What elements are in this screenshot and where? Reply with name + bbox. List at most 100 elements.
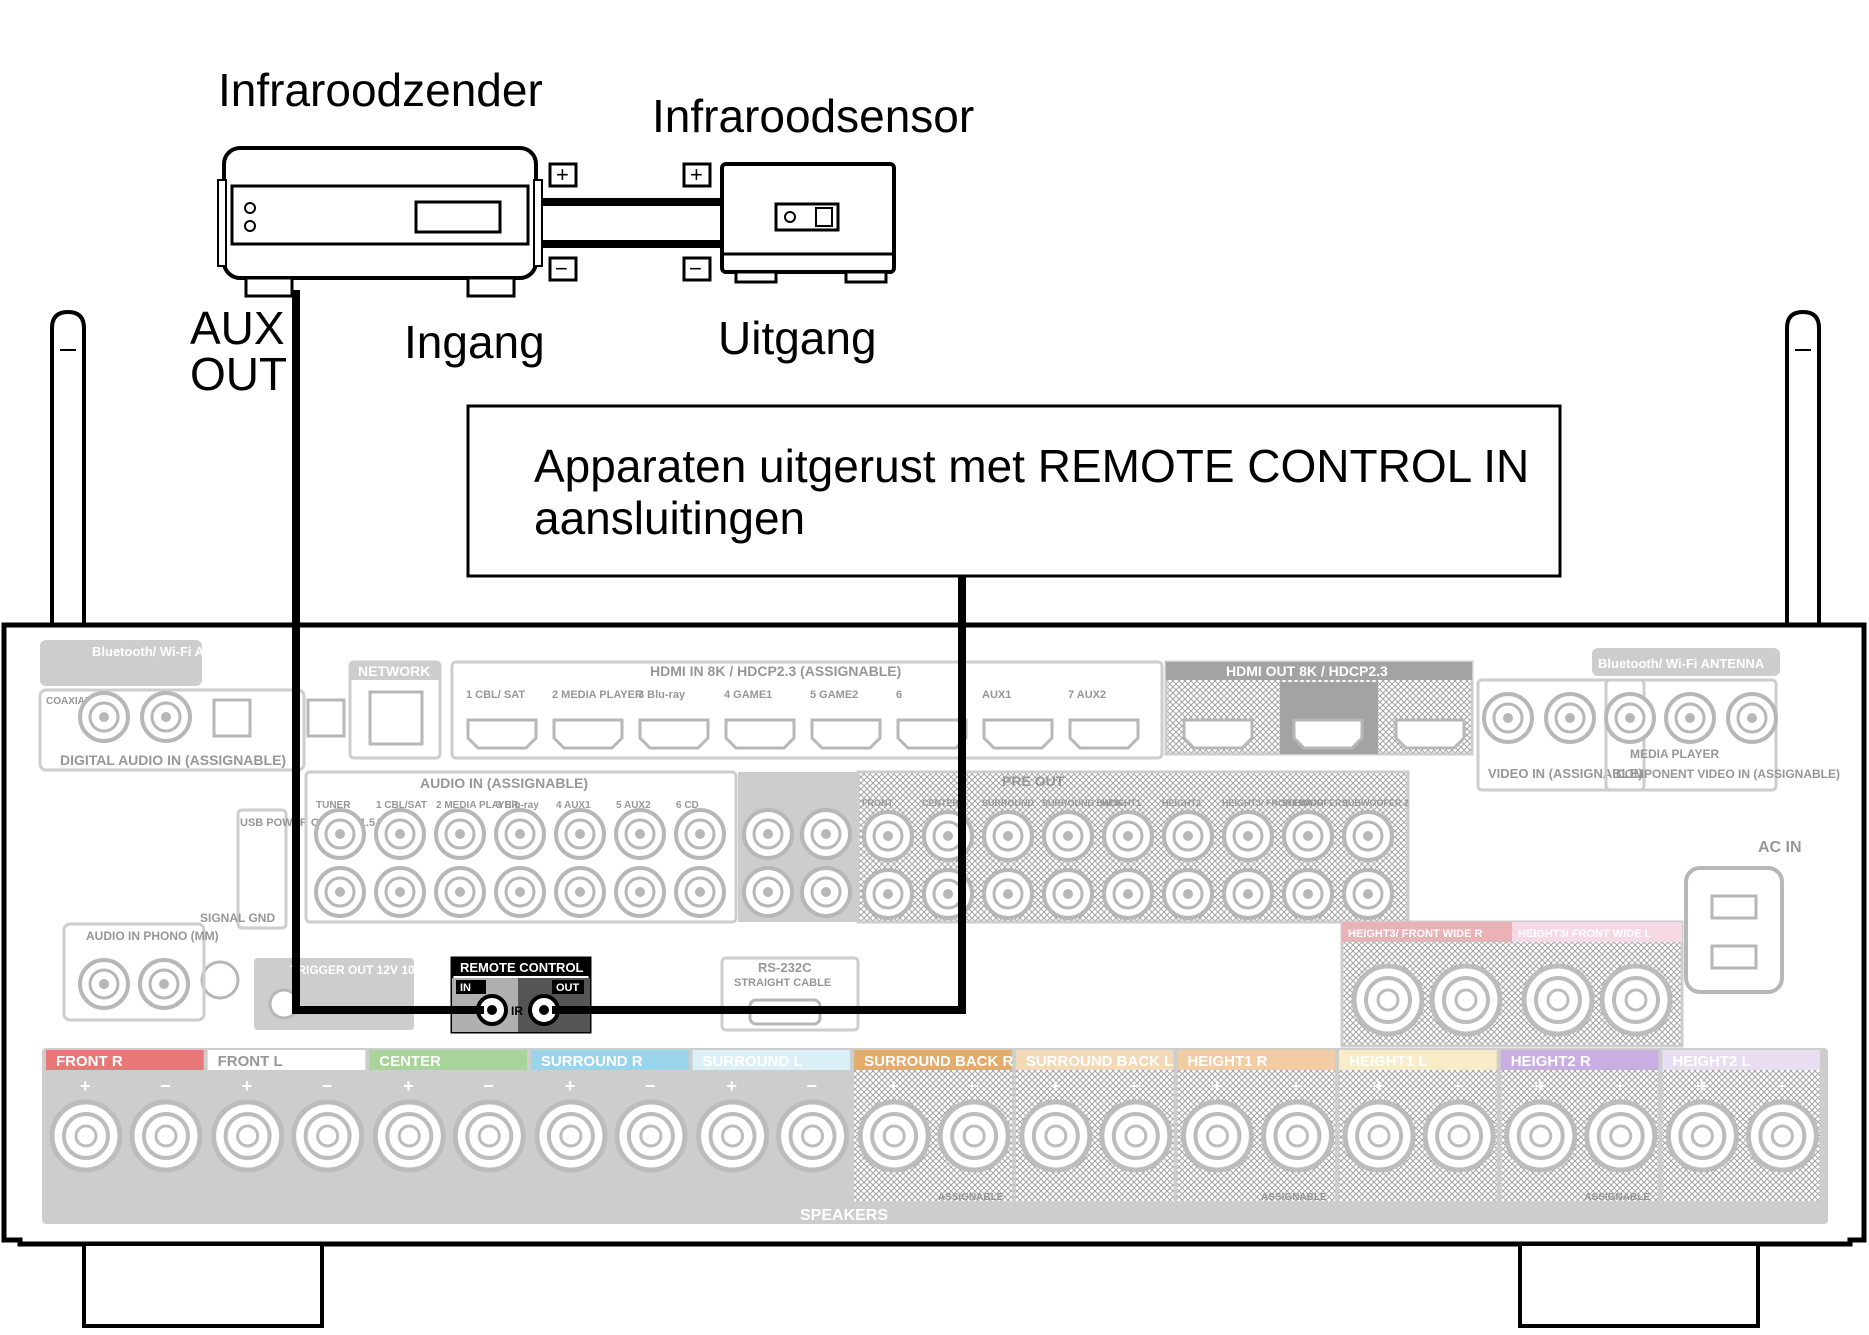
speaker-group-band <box>692 1050 851 1070</box>
speaker-minus-sign: − <box>1291 1076 1302 1096</box>
sensor-plus-marker <box>682 162 712 188</box>
pre-out-lower-jack <box>1222 868 1274 920</box>
speaker-group-label: CENTER <box>379 1053 441 1070</box>
pre-out-port-label: SUBWOOFER 2 <box>1342 798 1409 808</box>
speaker-group-label: HEIGHT2 R <box>1511 1053 1591 1070</box>
hdmi-in-port <box>1068 718 1140 750</box>
phono-l-jack <box>138 958 190 1010</box>
audio-in-r-jack <box>314 866 366 918</box>
speaker-minus-post <box>1102 1102 1170 1170</box>
speaker-minus-post <box>1263 1102 1331 1170</box>
audio-in-l-jack <box>554 808 606 860</box>
speaker-plus-post <box>699 1102 767 1170</box>
coaxial-label: COAXIAL <box>46 696 91 707</box>
hdmi-in-port-label: 3 Blu-ray <box>638 689 686 701</box>
pre-out-lower-jack <box>862 868 914 920</box>
speaker-minus-post <box>294 1102 362 1170</box>
bt-antenna-right-label: Bluetooth/ Wi-Fi ANTENNA <box>1598 656 1765 671</box>
cables <box>292 198 966 1014</box>
rear-panel: Bluetooth/ Wi-Fi ANTENNA Bluetooth/ Wi-F… <box>38 640 1840 1224</box>
network-label: NETWORK <box>358 663 430 679</box>
component-label: COMPONENT VIDEO IN (ASSIGNABLE) <box>1616 767 1840 781</box>
hdmi-in-port-label: 7 AUX2 <box>1068 689 1106 701</box>
height3-group-label: HEIGHT3/ FRONT WIDE L <box>1518 928 1652 940</box>
speaker-plus-post <box>375 1102 443 1170</box>
hdmi-in-label: HDMI IN 8K / HDCP2.3 (ASSIGNABLE) <box>650 663 901 679</box>
speaker-plus-post <box>1183 1102 1251 1170</box>
speaker-minus-post <box>1587 1102 1655 1170</box>
hdmi-in-port-label: 2 MEDIA PLAYER <box>552 689 643 701</box>
pre-out-lower-jack <box>1162 868 1214 920</box>
devices-label-line1: Apparaten uitgerust met REMOTE CONTROL I… <box>534 440 1529 492</box>
speaker-group-band <box>1500 1050 1659 1070</box>
pre-out-upper-jack <box>1102 810 1154 862</box>
speaker-group-band <box>1339 1050 1497 1070</box>
speaker-minus-post <box>940 1102 1008 1170</box>
speaker-plus-sign: + <box>1373 1076 1384 1096</box>
speaker-minus-post <box>132 1102 200 1170</box>
speaker-plus-sign: + <box>888 1076 899 1096</box>
audio-in-l-jack <box>674 808 726 860</box>
left-antenna <box>50 309 86 625</box>
pre-out-lower-jack <box>982 868 1034 920</box>
audio-in-box <box>304 770 738 924</box>
speaker-plus-sign: + <box>1696 1076 1707 1096</box>
zone3-r-jack <box>800 866 852 918</box>
hdmi-in-port <box>810 718 882 750</box>
pre-out-port-label: SUBWOOFER 1 <box>1282 798 1349 808</box>
bt-antenna-left-plate <box>40 640 202 686</box>
speaker-groups: FRONT R+−FRONT L+−CENTER+−SURROUND R+−SU… <box>46 1050 1820 1203</box>
svg-text:−: − <box>689 256 702 281</box>
pre-out-port-label: FRONT <box>862 798 893 808</box>
component-y-jack <box>1604 692 1656 744</box>
speaker-minus-post <box>1425 1102 1493 1170</box>
zone2-r-jack <box>742 866 794 918</box>
audio-in-r-jack <box>494 866 546 918</box>
hdmi-out-tv1-port <box>1292 718 1364 750</box>
speaker-plus-post <box>537 1102 605 1170</box>
sensor-label: Infraroodsensor <box>652 90 974 142</box>
optical-1-jack <box>212 698 252 738</box>
hdmi-out-tv2-port <box>1394 718 1466 750</box>
audio-in-l-jack <box>614 808 666 860</box>
speaker-minus-sign: − <box>1130 1076 1141 1096</box>
speaker-group-label: HEIGHT2 L <box>1672 1053 1750 1070</box>
speaker-group-label: FRONT R <box>56 1053 123 1070</box>
speaker-plus-sign: + <box>727 1076 738 1096</box>
speaker-plus-sign: + <box>242 1076 253 1096</box>
assignable-label: ASSIGNABLE <box>938 1192 1004 1203</box>
height3-plus-post <box>1524 966 1592 1034</box>
speaker-plus-post <box>1668 1102 1736 1170</box>
pre-out-lower-jack <box>1342 868 1394 920</box>
speaker-minus-post <box>1748 1102 1816 1170</box>
straight-cable-label: STRAIGHT CABLE <box>734 977 831 989</box>
audio-in-r-jack <box>374 866 426 918</box>
phono-r-jack <box>78 958 130 1010</box>
coaxial-1-jack <box>78 691 130 743</box>
speaker-group-label: SURROUND BACK R <box>864 1053 1013 1070</box>
trigger-label: TRIGGER OUT 12V 100mA MAX. <box>290 963 474 977</box>
speaker-plus-sign: + <box>1535 1076 1546 1096</box>
speaker-minus-sign: − <box>160 1076 171 1096</box>
speaker-minus-sign: − <box>1615 1076 1626 1096</box>
hdmi-in-port <box>466 718 538 750</box>
audio-in-r-jack <box>554 866 606 918</box>
svg-text:+: + <box>556 162 569 187</box>
speaker-group-band <box>854 1050 1012 1070</box>
speaker-plus-post <box>52 1102 120 1170</box>
audio-in-port-label: 6 CD <box>676 800 699 811</box>
height3-group-band <box>1512 922 1682 942</box>
speaker-minus-post <box>617 1102 685 1170</box>
transmitter-label: Infraroodzender <box>218 64 543 116</box>
optical-2-jack <box>306 698 346 738</box>
pre-out-port-label: HEIGHT3/ FRONT WIDE <box>1222 798 1323 808</box>
speaker-group-band <box>1177 1050 1336 1070</box>
hdmi-in-port-label: 6 <box>896 689 902 701</box>
speaker-plus-post <box>860 1102 928 1170</box>
assignable-label: ASSIGNABLE <box>1261 1192 1327 1203</box>
audio-in-label: AUDIO IN (ASSIGNABLE) <box>420 775 588 791</box>
height3-minus-post <box>1432 966 1500 1034</box>
hdmi-in-port <box>724 718 796 750</box>
audio-in-l-jack <box>314 808 366 860</box>
